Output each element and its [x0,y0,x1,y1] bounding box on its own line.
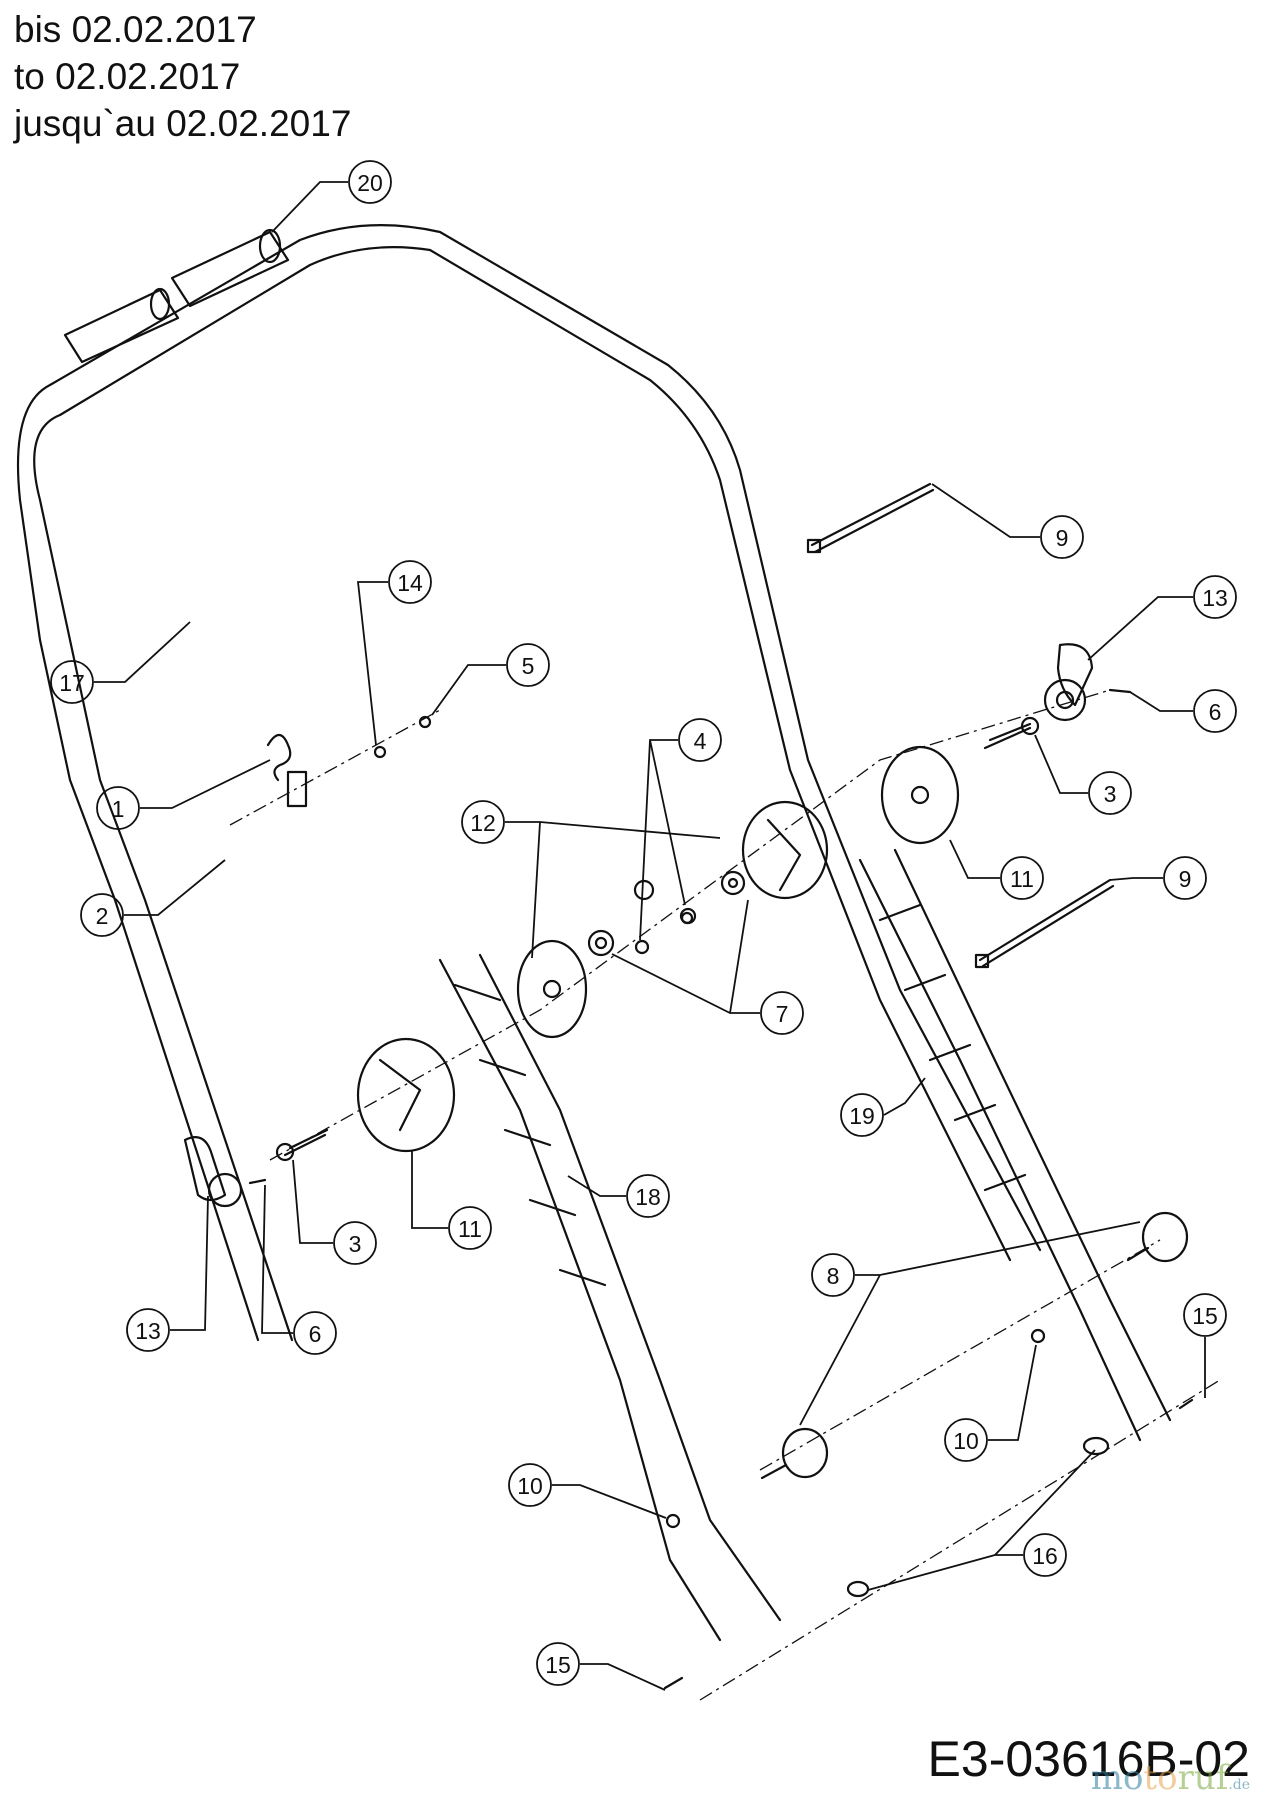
callout-number: 6 [309,1321,322,1347]
callout-number: 11 [1010,866,1034,892]
right-lower-tube [858,848,1172,1442]
callout-6-right [1129,689,1237,733]
callout-number: 3 [1104,781,1117,807]
callout-11-left [411,1150,492,1250]
callout-number: 5 [522,653,535,679]
watermark-logo: motoruf.de [1090,1758,1250,1798]
callout-number: 18 [635,1184,661,1210]
callout-9-upper [931,483,1084,559]
callout-number: 7 [776,1001,789,1027]
callout-number: 10 [517,1473,543,1499]
spring-clip [266,733,308,808]
upper-handle-tube-inner [16,224,1042,1342]
callout-number: 1 [112,796,125,822]
callout-number: 9 [1179,866,1192,892]
callout-12 [461,800,721,959]
callout-13-left [126,1195,209,1352]
callout-8 [799,1221,1141,1426]
tube-joints [453,903,1027,1287]
handle-knobs [760,1211,1189,1480]
validity-line-de: bis 02.02.2017 [14,9,257,50]
callout-number: 13 [135,1318,161,1344]
nuts-and-washers [373,715,1194,1690]
drawing-code: E3-03616B-02 [927,1731,1250,1787]
callout-15-right [1183,1293,1227,1398]
left-lower-tube [438,953,782,1642]
validity-line-fr: jusqu`au 02.02.2017 [14,103,352,144]
upper-handle-tube-outer [33,246,1012,1342]
callout-16 [867,1449,1096,1591]
callout-14 [356,560,432,746]
callout-number: 19 [849,1103,875,1129]
callout-number: 17 [59,670,85,696]
validity-line-en: to 02.02.2017 [14,56,241,97]
callout-2 [80,859,226,937]
callout-17 [50,621,191,704]
validity-header: bis 02.02.2017 to 02.02.2017 jusqu`au 02… [14,6,351,147]
right-knob-assembly [679,745,960,925]
callout-number: 15 [545,1652,571,1678]
callout-number: 14 [397,570,423,596]
callout-5 [431,643,550,716]
callout-number: 12 [470,810,496,836]
callout-19 [840,1077,926,1137]
callout-10-right [944,1344,1037,1462]
callout-number: 13 [1202,585,1228,611]
callout-9-lower [1109,856,1207,900]
callout-number: 2 [96,903,109,929]
callout-number: 16 [1032,1543,1058,1569]
callout-1 [96,759,271,830]
callout-11-right [949,839,1044,900]
callout-7 [611,899,804,1035]
assembly-axes [229,689,1221,1701]
callout-18 [567,1174,670,1218]
callout-number: 8 [827,1263,840,1289]
callout-20 [271,160,392,233]
callout-number: 20 [357,170,383,196]
callout-number: 11 [458,1216,482,1242]
callout-number: 15 [1192,1303,1218,1329]
cable-ties [806,482,1115,969]
bolts-and-pins [248,688,1132,1185]
callout-number: 3 [349,1231,362,1257]
quick-release-levers [183,643,1094,1208]
left-knob-assembly [356,879,655,1153]
callout-number: 10 [953,1428,979,1454]
callout-6-left [261,1184,337,1355]
callout-3-right [1034,734,1132,815]
callout-10-left [508,1463,667,1519]
callout-3-left [292,1159,377,1265]
grip-sleeves [63,228,290,364]
callout-number: 6 [1209,699,1222,725]
callout-numbers: 20 14 5 17 1 2 12 4 9 9 13 6 3 11 7 19 1… [59,170,1228,1678]
callouts [50,160,1237,1691]
callout-number: 9 [1056,525,1069,551]
callout-15-left [536,1642,666,1691]
callout-4 [639,718,722,941]
callout-number: 4 [694,728,707,754]
callout-13-right [1087,575,1237,661]
